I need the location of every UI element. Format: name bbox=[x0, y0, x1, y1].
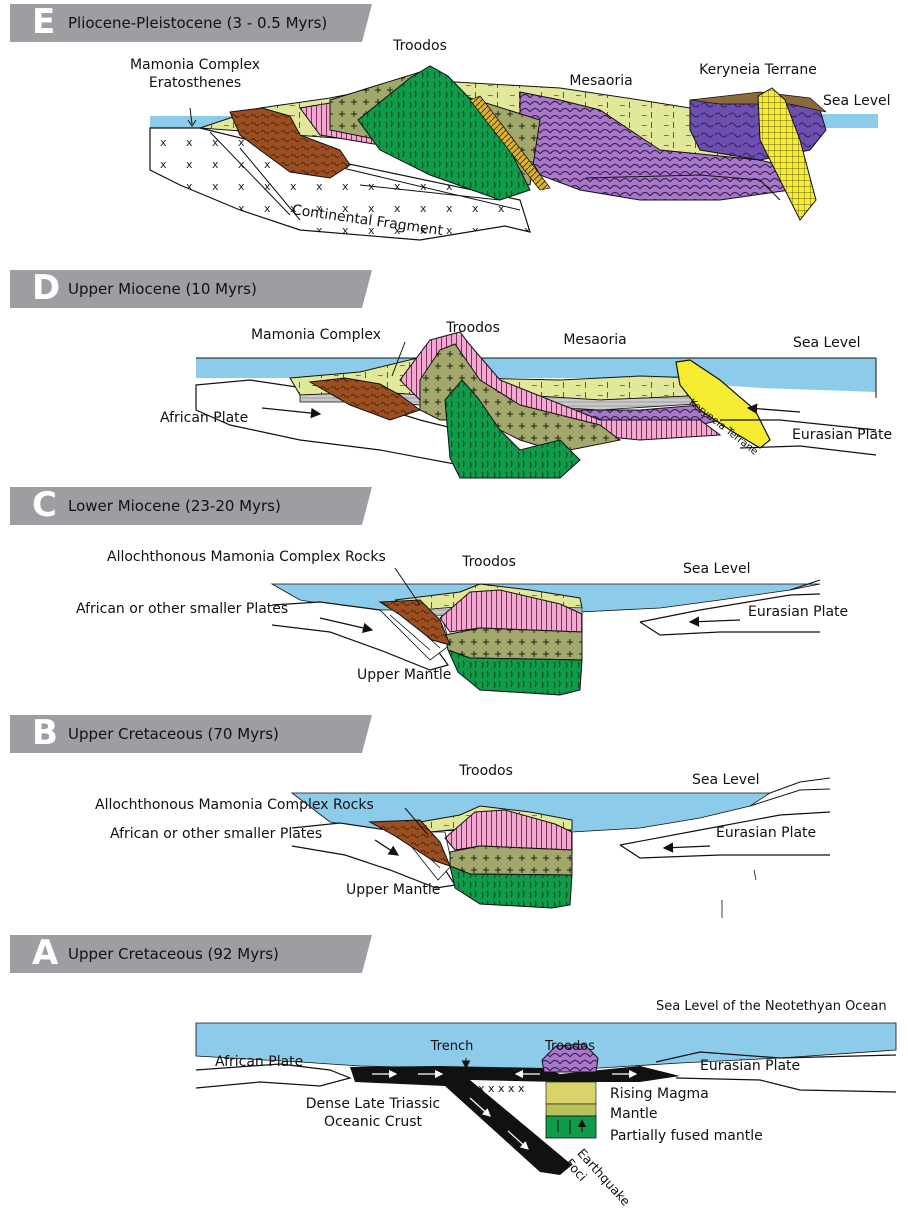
label-a-crust-2: Oceanic Crust bbox=[324, 1114, 422, 1131]
label-c-sea-level: Sea Level bbox=[683, 561, 750, 578]
panel-b-period: Upper Cretaceous (70 Myrs) bbox=[68, 715, 279, 753]
panel-c-period: Lower Miocene (23-20 Myrs) bbox=[68, 487, 281, 525]
label-b-eurasian: Eurasian Plate bbox=[716, 825, 816, 842]
label-a-eurasian: Eurasian Plate bbox=[700, 1058, 800, 1075]
panel-d-banner: D Upper Miocene (10 Myrs) bbox=[10, 270, 372, 308]
label-b-mantle: Upper Mantle bbox=[346, 882, 440, 899]
panel-e-diagram bbox=[150, 66, 878, 240]
label-b-sea-level: Sea Level bbox=[692, 772, 759, 789]
panel-d-diagram bbox=[196, 332, 876, 478]
label-c-allochthonous: Allochthonous Mamonia Complex Rocks bbox=[107, 549, 386, 566]
label-c-mantle: Upper Mantle bbox=[357, 667, 451, 684]
arrow-eurasian-c bbox=[690, 620, 740, 622]
panel-c-letter: C bbox=[32, 486, 57, 524]
panel-d-period: Upper Miocene (10 Myrs) bbox=[68, 270, 257, 308]
label-a-sea-level: Sea Level of the Neotethyan Ocean bbox=[656, 998, 887, 1015]
label-a-fused: Partially fused mantle bbox=[610, 1128, 763, 1145]
label-d-mamonia: Mamonia Complex bbox=[251, 327, 381, 344]
panel-c-banner: C Lower Miocene (23-20 Myrs) bbox=[10, 487, 372, 525]
label-c-troodos: Troodos bbox=[462, 554, 516, 571]
label-d-troodos: Troodos bbox=[446, 320, 500, 337]
panel-d-letter: D bbox=[32, 269, 60, 307]
label-b-allochthonous: Allochthonous Mamonia Complex Rocks bbox=[95, 797, 374, 814]
panel-a-period: Upper Cretaceous (92 Myrs) bbox=[68, 935, 279, 973]
label-c-eurasian: Eurasian Plate bbox=[748, 604, 848, 621]
label-a-african: African Plate bbox=[215, 1054, 303, 1071]
label-a-trench: Trench bbox=[431, 1038, 474, 1055]
label-e-keryneia: Keryneia Terrane bbox=[699, 62, 817, 79]
label-a-troodos: Troodos bbox=[545, 1038, 595, 1055]
magma-column-a bbox=[546, 1082, 596, 1104]
label-e-mamonia: Mamonia Complex bbox=[130, 57, 260, 74]
label-e-eratosthenes: Eratosthenes bbox=[149, 75, 241, 92]
label-a-crust-1: Dense Late Triassic bbox=[306, 1096, 440, 1113]
panel-b-banner: B Upper Cretaceous (70 Myrs) bbox=[10, 715, 372, 753]
olive-layer-b bbox=[450, 846, 572, 875]
sea-d bbox=[196, 358, 876, 378]
label-c-african: African or other smaller Plates bbox=[76, 601, 288, 618]
label-d-eurasian: Eurasian Plate bbox=[792, 427, 892, 444]
fused-mantle-a bbox=[546, 1116, 596, 1138]
label-e-sea-level: Sea Level bbox=[823, 93, 890, 110]
panel-e-letter: E bbox=[32, 3, 55, 41]
label-b-troodos: Troodos bbox=[459, 763, 513, 780]
olive-layer-c bbox=[445, 628, 582, 660]
panel-b-letter: B bbox=[32, 714, 58, 752]
label-a-magma: Rising Magma bbox=[610, 1086, 709, 1103]
label-e-mesaoria: Mesaoria bbox=[569, 73, 632, 90]
label-b-african: African or other smaller Plates bbox=[110, 826, 322, 843]
svg-text:x x x x x: x x x x x bbox=[478, 1082, 525, 1095]
arrow-eurasian-b bbox=[664, 846, 710, 848]
label-d-mesaoria: Mesaoria bbox=[563, 332, 626, 349]
label-e-troodos: Troodos bbox=[393, 38, 447, 55]
figure: x ~ I bbox=[0, 0, 908, 1175]
label-d-african: African Plate bbox=[160, 410, 248, 427]
panel-a-banner: A Upper Cretaceous (92 Myrs) bbox=[10, 935, 372, 973]
panel-c-diagram bbox=[272, 568, 820, 695]
panel-e-period: Pliocene-Pleistocene (3 - 0.5 Myrs) bbox=[68, 4, 327, 42]
panel-a-letter: A bbox=[32, 934, 58, 972]
mantle-column-a bbox=[546, 1104, 596, 1116]
label-a-mantle: Mantle bbox=[610, 1106, 658, 1123]
label-d-sea-level: Sea Level bbox=[793, 335, 860, 352]
panel-e-banner: E Pliocene-Pleistocene (3 - 0.5 Myrs) bbox=[10, 4, 372, 42]
